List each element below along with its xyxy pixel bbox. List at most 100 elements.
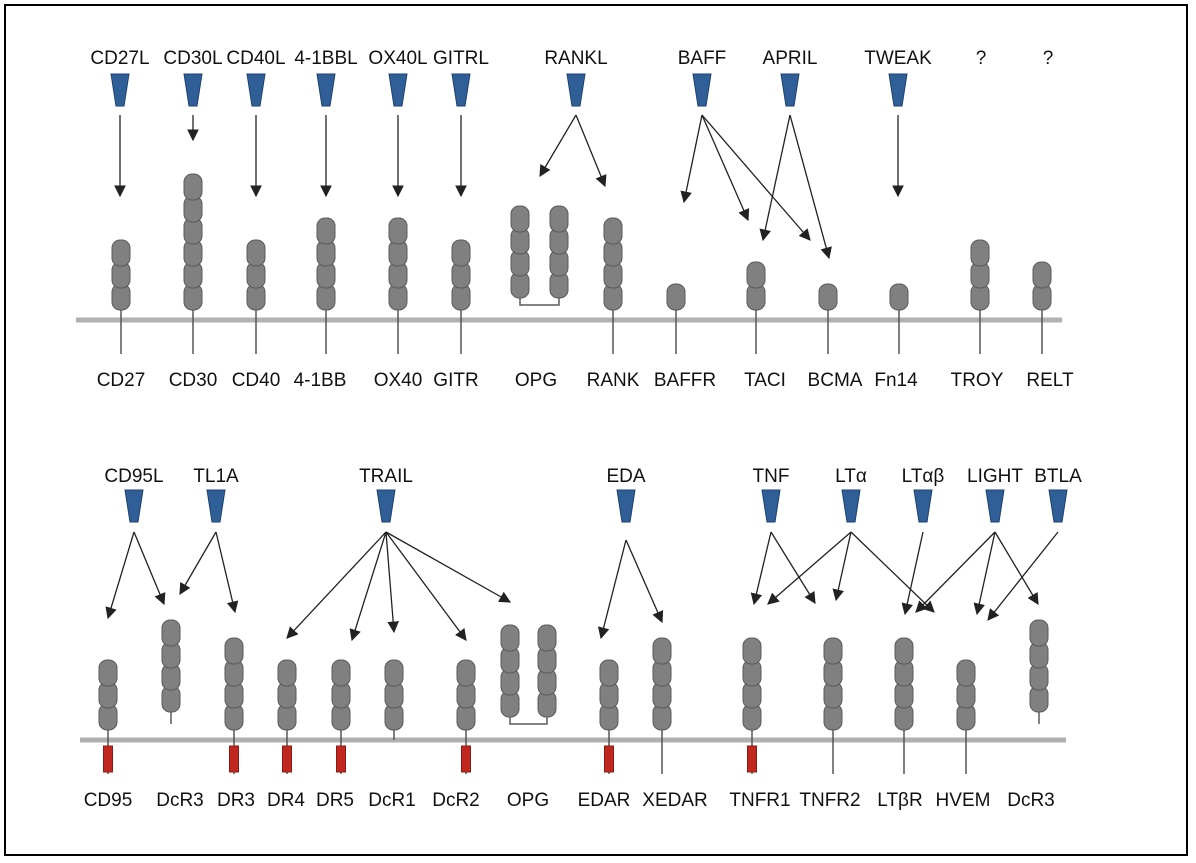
receptor-dcr1 bbox=[384, 659, 404, 731]
receptor-hvem bbox=[956, 659, 976, 731]
ligand-label-lta: LTα bbox=[835, 466, 867, 487]
binding-arrow-light-to-ltbr bbox=[915, 531, 996, 613]
receptor-label-dr3: DR3 bbox=[217, 790, 255, 811]
receptor-opg2-disulfide-link bbox=[509, 715, 548, 725]
binding-arrow-lta-to-ltbr bbox=[850, 531, 935, 613]
binding-arrow-trail-to-dcr2 bbox=[385, 531, 467, 641]
receptor-label-fn14: Fn14 bbox=[874, 370, 918, 391]
cysteine-rich-domain bbox=[451, 239, 471, 267]
cysteine-rich-domain bbox=[388, 217, 408, 245]
ligand-eda bbox=[616, 489, 636, 523]
cysteine-rich-domain bbox=[549, 205, 569, 233]
receptor-cd40 bbox=[246, 239, 266, 311]
ligand-cd30l bbox=[183, 73, 203, 107]
receptor-fn14 bbox=[889, 283, 909, 311]
receptor-dcr2-death-domain bbox=[461, 745, 471, 773]
receptor-tnfr1-death-domain bbox=[747, 745, 757, 773]
receptor-dcr3-b bbox=[1029, 619, 1049, 713]
cysteine-rich-domain bbox=[599, 659, 619, 687]
receptor-dr5-death-domain bbox=[336, 745, 346, 773]
cysteine-rich-domain bbox=[956, 659, 976, 687]
cysteine-rich-domain bbox=[161, 619, 181, 647]
receptor-label-opg2: OPG bbox=[507, 790, 549, 811]
cysteine-rich-domain bbox=[316, 217, 336, 245]
binding-arrow-tl1a-to-dcr3-a bbox=[179, 531, 217, 596]
ligand-label-ox40l: OX40L bbox=[368, 48, 427, 69]
ligand-label-unknown-2: ? bbox=[1043, 48, 1054, 69]
cysteine-rich-domain bbox=[183, 173, 203, 201]
receptor-label-ltbr: LTβR bbox=[877, 790, 922, 811]
binding-arrow-baff-to-bcma bbox=[701, 114, 811, 241]
ligand-cd95l bbox=[124, 489, 144, 523]
receptor-label-gitr: GITR bbox=[433, 370, 478, 391]
receptor-label-cd27: CD27 bbox=[97, 370, 146, 391]
receptor-cd27 bbox=[111, 239, 131, 311]
ligand-label-ltab: LTαβ bbox=[902, 466, 945, 487]
figure-frame bbox=[4, 4, 1188, 856]
receptor-label-troy: TROY bbox=[951, 370, 1004, 391]
ligand-label-unknown-1: ? bbox=[976, 48, 987, 69]
receptor-label-dcr3-b: DcR3 bbox=[1007, 790, 1055, 811]
ligand-label-cd30l: CD30L bbox=[163, 48, 222, 69]
cysteine-rich-domain bbox=[246, 239, 266, 267]
ligand-label-april: APRIL bbox=[763, 48, 818, 69]
cysteine-rich-domain bbox=[1032, 261, 1052, 289]
cell-membrane bbox=[76, 317, 1062, 323]
receptor-label-dcr1: DcR1 bbox=[368, 790, 416, 811]
ligand-label-eda: EDA bbox=[606, 466, 645, 487]
receptor-dr3-death-domain bbox=[229, 745, 239, 773]
ligand-april bbox=[780, 73, 800, 107]
receptor-taci bbox=[746, 261, 766, 311]
binding-arrow-april-to-taci bbox=[759, 114, 791, 242]
receptor-tnfr1 bbox=[742, 637, 762, 731]
receptor-baffr bbox=[666, 283, 686, 311]
ligand-label-tnf: TNF bbox=[753, 466, 790, 487]
receptor-dcr2 bbox=[456, 659, 476, 731]
binding-arrow-trail-to-dcr1 bbox=[385, 531, 399, 634]
receptor-cd95 bbox=[98, 659, 118, 731]
ligand-light bbox=[985, 489, 1005, 523]
binding-arrow-tnf-to-tnfr1 bbox=[750, 531, 772, 606]
cysteine-rich-domain bbox=[1029, 619, 1049, 647]
receptor-relt bbox=[1032, 261, 1052, 311]
ligand-label-gitrl: GITRL bbox=[433, 48, 489, 69]
receptor-label-dr4: DR4 bbox=[267, 790, 305, 811]
receptor-opg-monomer-a bbox=[510, 205, 530, 299]
receptor-gitr bbox=[451, 239, 471, 311]
binding-arrow-lta-to-tnfr2 bbox=[832, 531, 852, 602]
ligand-tweak bbox=[888, 73, 908, 107]
receptor-troy bbox=[970, 239, 990, 311]
receptor-label-xedar: XEDAR bbox=[642, 790, 707, 811]
receptor-label-cd40: CD40 bbox=[232, 370, 281, 391]
receptor-label-tnfr2: TNFR2 bbox=[799, 790, 860, 811]
receptor-label-dr5: DR5 bbox=[316, 790, 354, 811]
ligand-label-light: LIGHT bbox=[967, 466, 1023, 487]
ligand-label-rankl: RANKL bbox=[544, 48, 607, 69]
ligand-label-tl1a: TL1A bbox=[193, 466, 239, 487]
ligand-label-cd95l: CD95L bbox=[104, 466, 163, 487]
cysteine-rich-domain bbox=[224, 637, 244, 665]
binding-arrow-lta-to-tnfr1 bbox=[767, 531, 852, 605]
receptor-opg2-monomer-a bbox=[500, 624, 520, 718]
cysteine-rich-domain bbox=[970, 239, 990, 267]
ligand-label-baff: BAFF bbox=[678, 48, 727, 69]
ligand-label-cd40l: CD40L bbox=[226, 48, 285, 69]
receptor-label-bcma: BCMA bbox=[808, 370, 863, 391]
binding-arrow-baff-to-baffr bbox=[680, 114, 703, 204]
receptor-bcma bbox=[818, 283, 838, 311]
ligand-cd27l bbox=[110, 73, 130, 107]
receptor-4-1bb bbox=[316, 217, 336, 311]
ligand-label-btla: BTLA bbox=[1034, 466, 1082, 487]
receptor-opg-disulfide-link bbox=[519, 296, 560, 306]
receptor-label-taci: TACI bbox=[744, 370, 786, 391]
receptor-label-dcr2: DcR2 bbox=[432, 790, 480, 811]
binding-arrow-april-to-bcma bbox=[789, 114, 832, 260]
ligand-gitrl bbox=[451, 73, 471, 107]
receptor-label-edar: EDAR bbox=[578, 790, 631, 811]
binding-arrow-eda-to-xedar bbox=[625, 539, 664, 624]
receptor-rank bbox=[603, 217, 623, 311]
receptor-cd95-death-domain bbox=[103, 745, 113, 773]
cysteine-rich-domain bbox=[384, 659, 404, 687]
cysteine-rich-domain bbox=[889, 283, 909, 311]
ligand-cd40l bbox=[246, 73, 266, 107]
